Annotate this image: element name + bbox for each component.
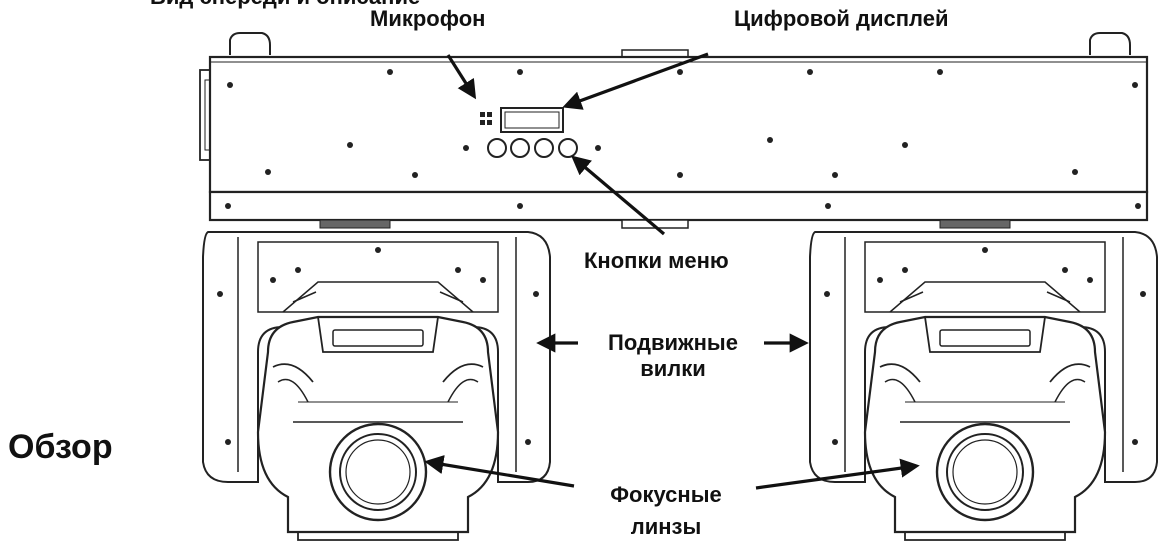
menu-button-1[interactable]: [487, 138, 507, 158]
menu-button-4[interactable]: [558, 138, 578, 158]
label-microphone: Микрофон: [370, 6, 486, 31]
label-digital-display: Цифровой дисплей: [734, 6, 949, 31]
menu-button-3[interactable]: [534, 138, 554, 158]
arrow-microphone: [446, 54, 477, 100]
handle-right: [1089, 32, 1131, 55]
label-focus-lens-line2: линзы: [630, 514, 702, 539]
arrow-menu-buttons: [571, 155, 666, 236]
arrow-display: [562, 52, 709, 110]
page-title: Обзор: [8, 428, 113, 466]
label-moving-forks: Подвижные вилки: [585, 330, 761, 382]
arrow-lens-left: [424, 455, 575, 488]
top-bar: [199, 55, 1149, 229]
handle-left: [229, 32, 271, 55]
microphone-icon: [480, 112, 492, 125]
moving-head-left: [201, 230, 552, 542]
label-menu-buttons: Кнопки меню: [584, 248, 729, 273]
label-moving-forks-line1: Подвижные: [608, 330, 738, 355]
menu-buttons: [487, 138, 578, 158]
label-moving-forks-line2: вилки: [640, 356, 706, 381]
moving-head-right: [808, 230, 1159, 542]
label-focus-lens: Фокусные линзы: [578, 482, 754, 540]
menu-button-2[interactable]: [510, 138, 530, 158]
callout-arrows: [424, 52, 920, 490]
label-focus-lens-line1: Фокусные: [610, 482, 722, 507]
header-cut-text: Вид спереди и описание: [150, 0, 420, 10]
arrow-lens-right: [755, 458, 920, 490]
